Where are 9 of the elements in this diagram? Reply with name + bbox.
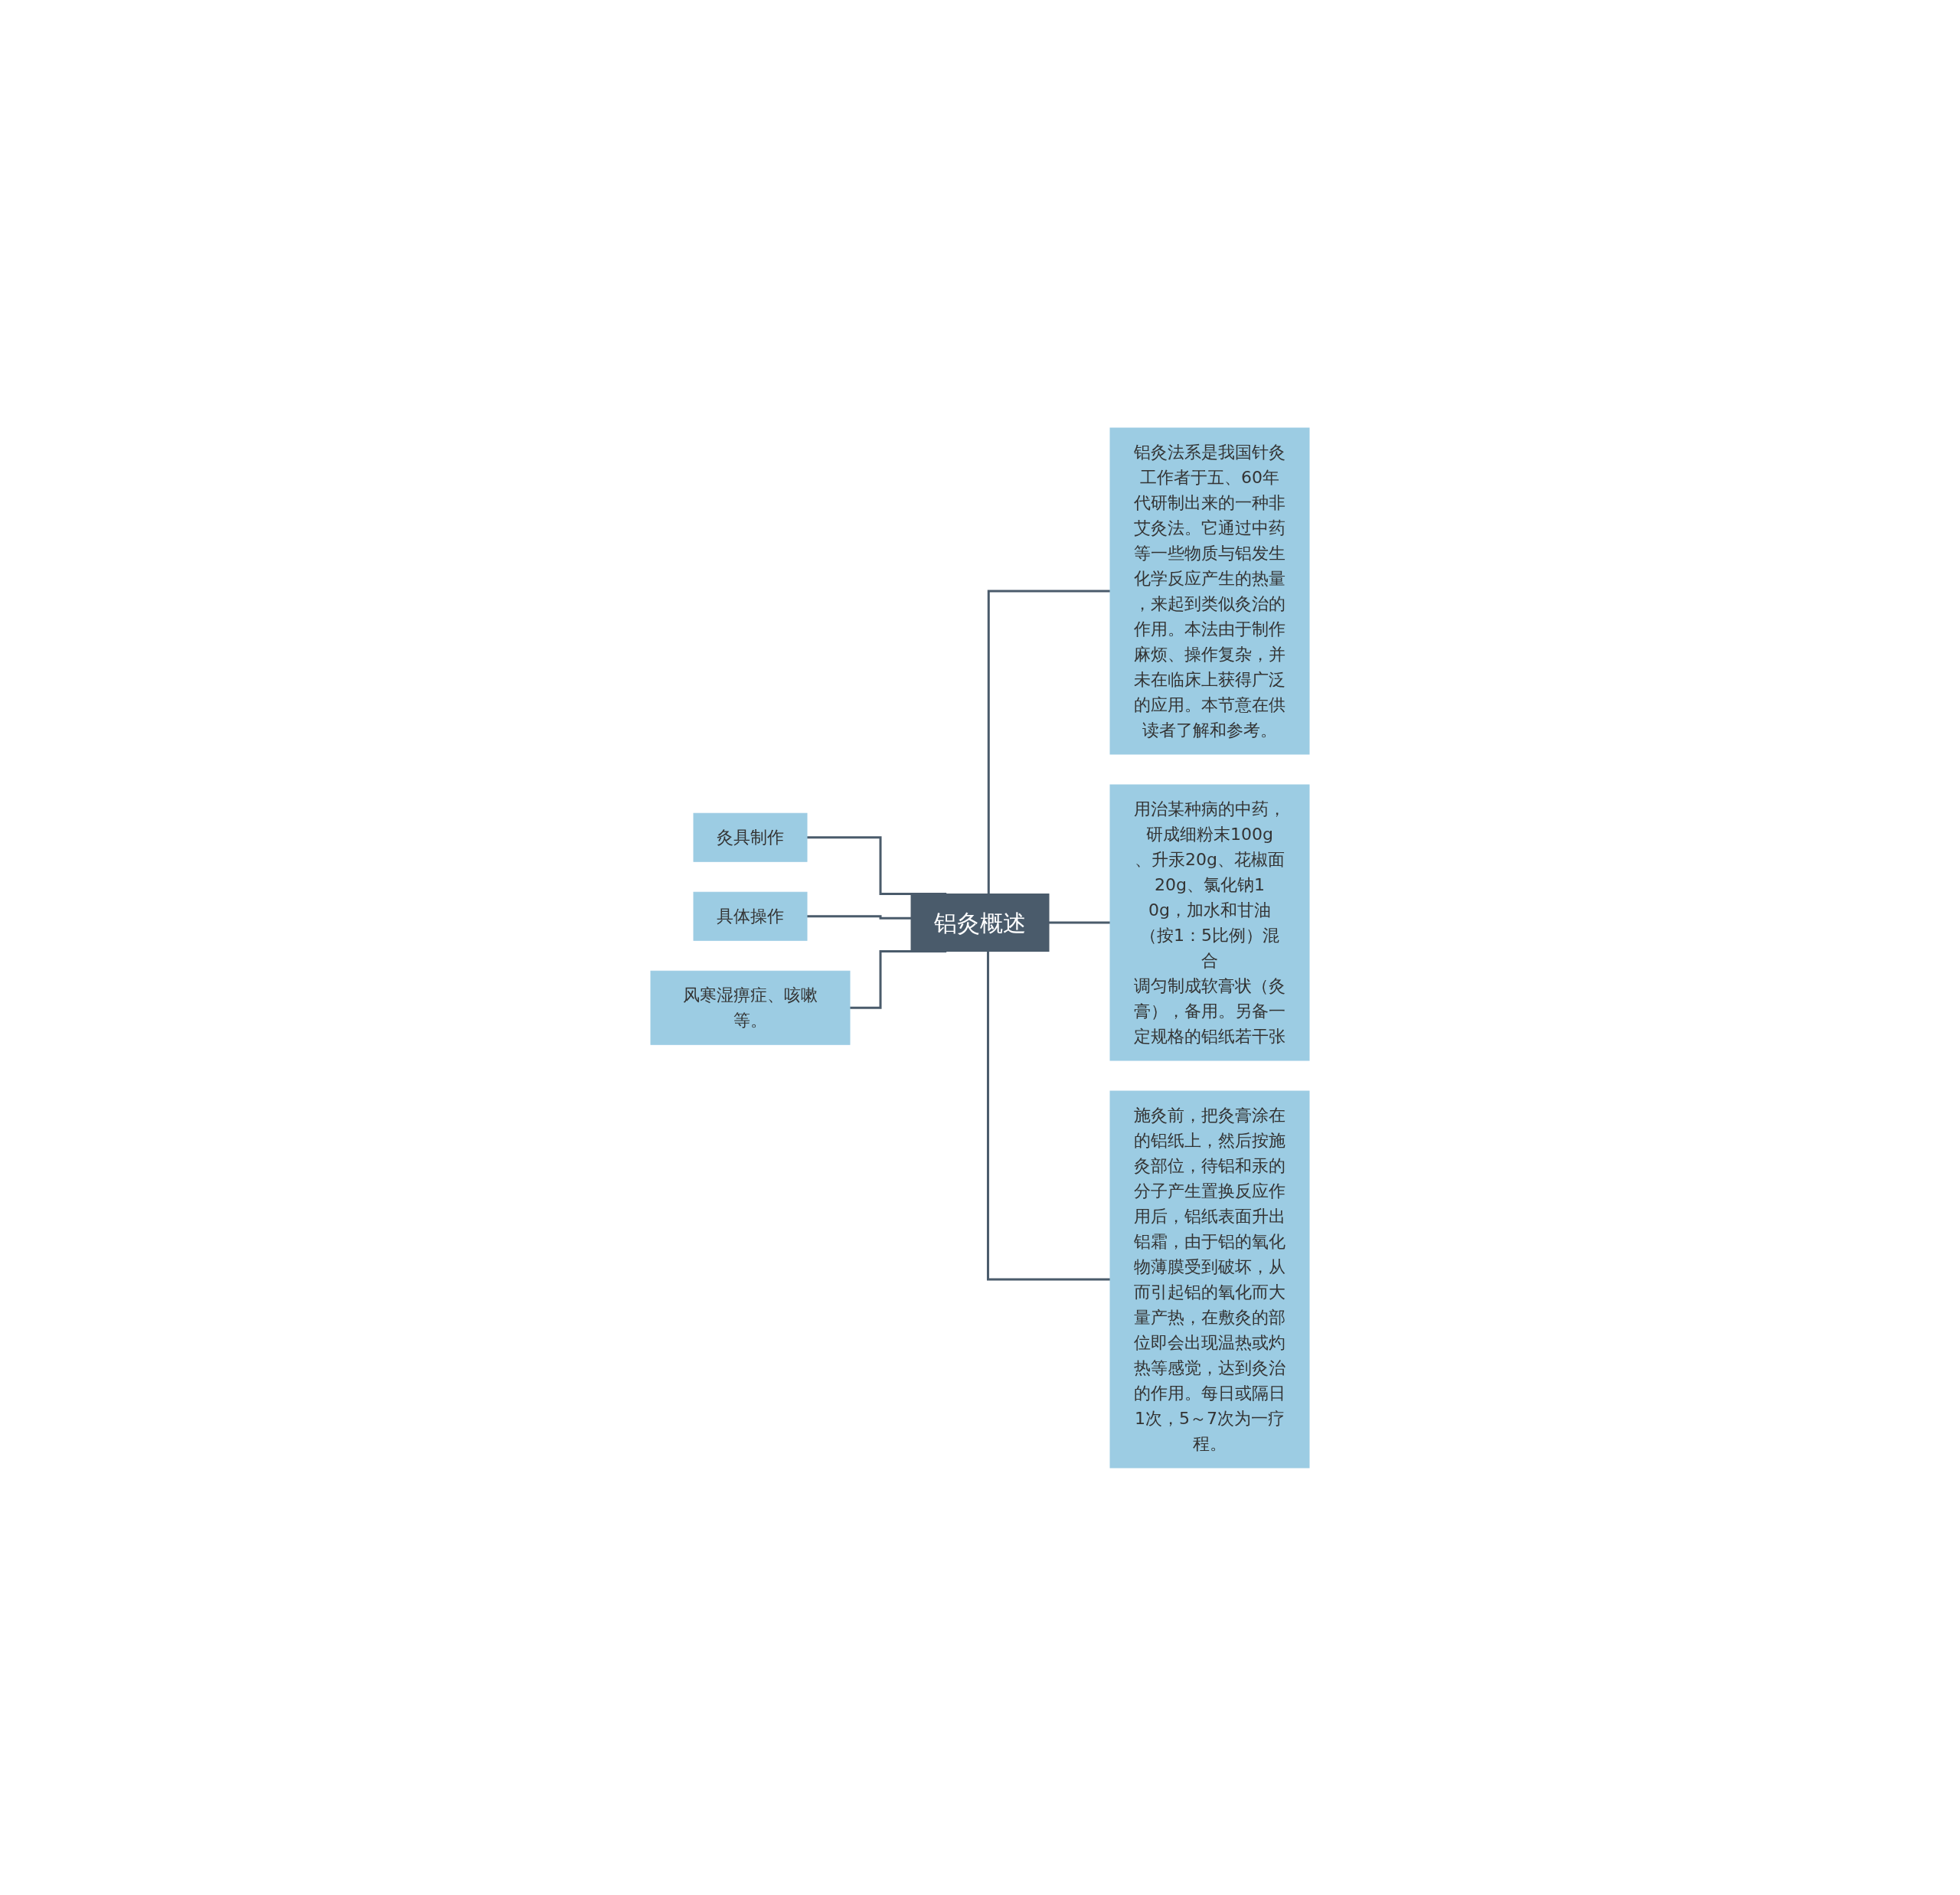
connector (986, 951, 1110, 1280)
node-box: 风寒湿痹症、咳嗽等。 (650, 970, 851, 1045)
node-box: 施灸前，把灸膏涂在的铝纸上，然后按施灸部位，待铝和汞的分子产生置换反应作用后，铝纸表面升出铝霜，由于铝的氧化物薄膜受到破坏，从而引起铝的氧化而大量产热，在敷灸的部位即会出现温热或灼热等感觉，达到灸治的作用。每日或隔日1次，5～7次为一疗程。 (1109, 1090, 1310, 1468)
node-box: 铝灸法系是我国针灸工作者于五、60年代研制出来的一种非艾灸法。它通过中药等一些物质与铝发生化学反应产生的热量，来起到类似灸治的作用。本法由于制作麻烦、操作复杂，并未在临床上获得广泛的应用。本节意在供读者了解和参考。 (1109, 427, 1310, 754)
node-box: 用治某种病的中药，研成细粉末100g、升汞20g、花椒面20g、氯化钠10g，加水和甘油（按1：5比例）混合调匀制成软膏状（灸膏），备用。另备一定规格的铝纸若干张 (1109, 784, 1310, 1060)
node-box: 灸具制作 (693, 812, 808, 862)
node-box: 铝灸概述 (910, 893, 1050, 952)
connector (987, 590, 1110, 894)
node-box: 具体操作 (693, 891, 808, 941)
